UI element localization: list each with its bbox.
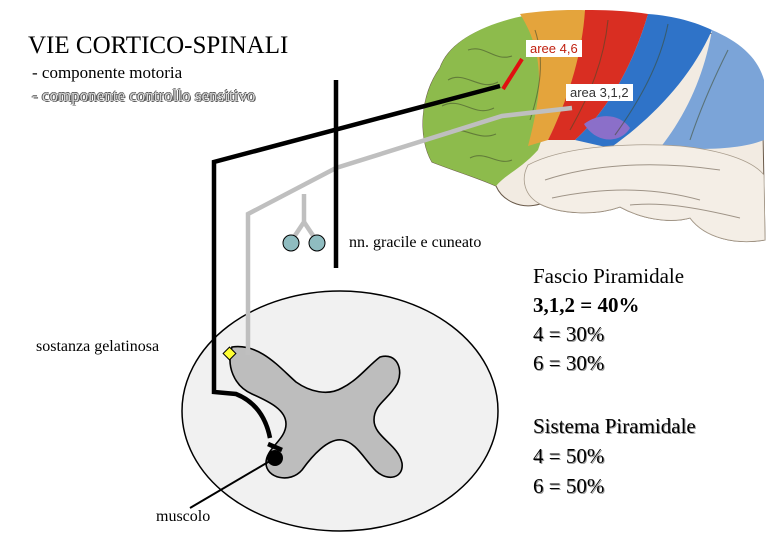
pyramidal-system-row: 4 = 50% (533, 444, 605, 468)
brain-highlight (584, 116, 630, 140)
area-3-1-2-label: area 3,1,2 (566, 84, 633, 101)
brain-gyri (441, 19, 729, 162)
muscle-label: muscolo (156, 508, 211, 525)
nucleus-cuneate (308, 234, 326, 252)
area-4-6-marker (501, 57, 524, 91)
muscle-nerve (189, 457, 276, 509)
pyramidal-fascicle-row: 6 = 30% (533, 351, 605, 375)
substantia-gelatinosa-marker (222, 346, 237, 361)
areas-4-6-label: aree 4,6 (526, 40, 582, 57)
pyramidal-fascicle-row: 3,1,2 = 40% (533, 293, 640, 317)
substantia-gelatinosa-label: sostanza gelatinosa (36, 338, 160, 355)
parietal-region (660, 30, 764, 150)
temporal-gyri (544, 164, 741, 219)
pyramidal-fascicle-heading: Fascio Piramidale (533, 264, 685, 288)
temporal-region (523, 144, 766, 242)
somatosensory-region (575, 14, 712, 148)
motor-pathway (211, 80, 501, 453)
gray-matter-butterfly (229, 345, 403, 479)
slide-title: VIE CORTICO-SPINALI (28, 32, 289, 59)
pyramidal-system-heading: Sistema Piramidale (533, 414, 696, 438)
motor-component-label: - componente motoria (32, 63, 183, 82)
pyramidal-system-row: 6 = 50% (533, 474, 605, 498)
nucleus-gracile (282, 234, 300, 252)
pyramidal-fascicle-row: 4 = 30% (533, 322, 605, 346)
nuclei-label: nn. gracile e cuneato (349, 234, 482, 251)
motor-cortex-region (548, 10, 648, 140)
sensory-component-label: - componente controllo sensitivo (32, 86, 256, 105)
